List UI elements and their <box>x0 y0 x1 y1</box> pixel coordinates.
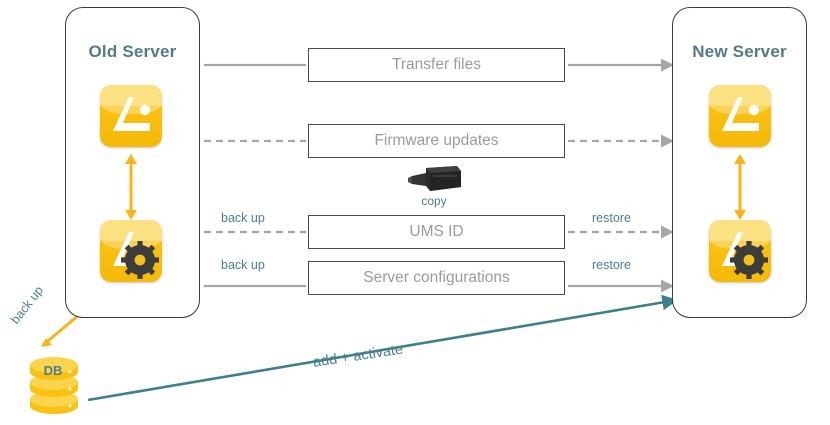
box-server-configurations-label: Server configurations <box>363 269 510 286</box>
box-ums-id[interactable]: UMS ID <box>308 215 565 249</box>
new-server-app-icon[interactable] <box>709 85 771 147</box>
old-server-settings-icon[interactable] <box>100 220 162 282</box>
caption-add-activate: add + activate <box>312 341 405 371</box>
old-server-title: Old Server <box>88 42 177 61</box>
caption-backup-ums-id: back up <box>221 211 265 225</box>
box-transfer-files[interactable]: Transfer files <box>308 48 565 82</box>
box-ums-id-label: UMS ID <box>409 223 464 240</box>
database-cylinder-icon[interactable] <box>26 352 82 416</box>
caption-restore-config: restore <box>592 258 631 272</box>
caption-copy: copy <box>421 194 447 208</box>
box-server-configurations[interactable]: Server configurations <box>308 261 565 295</box>
caption-restore-ums-id: restore <box>592 211 631 225</box>
new-server-title: New Server <box>692 42 787 61</box>
box-transfer-files-label: Transfer files <box>391 56 481 73</box>
old-server-vertical-arrow-icon <box>125 154 137 220</box>
new-server-vertical-arrow-icon <box>734 154 746 220</box>
caption-db-backup: back up <box>8 283 46 327</box>
old-server-app-icon[interactable] <box>100 85 162 147</box>
box-firmware-updates-label: Firmware updates <box>374 132 499 149</box>
caption-backup-config: back up <box>221 258 265 272</box>
usb-adapter-icon <box>408 166 461 191</box>
new-server-settings-icon[interactable] <box>709 220 771 282</box>
box-firmware-updates[interactable]: Firmware updates <box>308 124 565 158</box>
